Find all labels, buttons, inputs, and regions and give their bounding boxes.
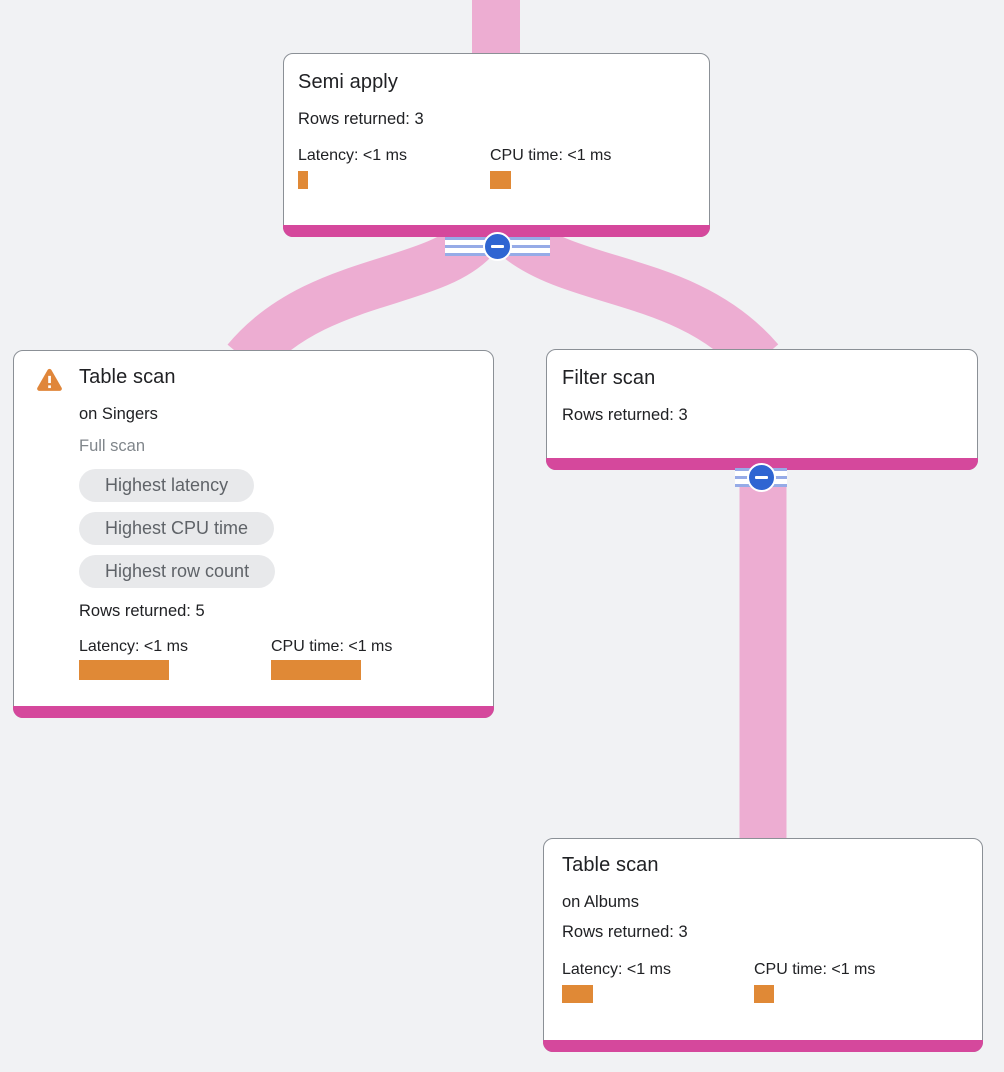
cpu-metric: CPU time: <1 ms bbox=[754, 959, 946, 1003]
node-title: Semi apply bbox=[298, 71, 398, 93]
node-accent-bar bbox=[543, 1040, 983, 1052]
scan-type: Full scan bbox=[79, 437, 146, 455]
edge-semi-apply-to-filter-scan bbox=[505, 220, 779, 377]
node-title: Filter scan bbox=[562, 367, 656, 389]
latency-bar bbox=[298, 171, 308, 189]
metrics-row: Latency: <1 ms CPU time: <1 ms bbox=[562, 959, 966, 1003]
minus-glyph bbox=[491, 245, 504, 248]
cpu-bar bbox=[754, 985, 774, 1003]
minus-collapse-icon[interactable] bbox=[746, 463, 776, 492]
latency-label: Latency: <1 ms bbox=[298, 147, 407, 164]
latency-bar bbox=[79, 660, 169, 680]
cpu-label: CPU time: <1 ms bbox=[754, 961, 876, 978]
latency-label: Latency: <1 ms bbox=[79, 638, 188, 655]
node-title: Table scan bbox=[562, 854, 659, 876]
latency-bar bbox=[562, 985, 593, 1003]
badge-highest-row-count: Highest row count bbox=[79, 555, 276, 588]
plan-node-table-scan-singers[interactable]: Table scan on Singers Full scan Highest … bbox=[13, 350, 494, 718]
rows-returned: Rows returned: 3 bbox=[298, 110, 424, 128]
cpu-metric: CPU time: <1 ms bbox=[490, 145, 682, 189]
cpu-bar bbox=[490, 171, 511, 189]
node-subtitle: on Albums bbox=[562, 893, 640, 911]
collapse-button-semi-apply[interactable] bbox=[445, 232, 550, 261]
cpu-metric: CPU time: <1 ms bbox=[271, 636, 463, 680]
rows-returned: Rows returned: 3 bbox=[562, 406, 688, 424]
rows-returned: Rows returned: 5 bbox=[79, 602, 205, 620]
cpu-label: CPU time: <1 ms bbox=[271, 638, 393, 655]
latency-metric: Latency: <1 ms bbox=[298, 145, 490, 189]
node-accent-bar bbox=[283, 225, 710, 237]
latency-label: Latency: <1 ms bbox=[562, 961, 671, 978]
cpu-label: CPU time: <1 ms bbox=[490, 147, 612, 164]
badge-list: Highest latency Highest CPU time Highest… bbox=[79, 469, 477, 588]
metrics-row: Latency: <1 ms CPU time: <1 ms bbox=[79, 636, 477, 680]
rows-returned: Rows returned: 3 bbox=[562, 923, 688, 941]
cpu-bar bbox=[271, 660, 361, 680]
node-accent-bar bbox=[13, 706, 494, 718]
node-title: Table scan bbox=[79, 366, 176, 388]
latency-metric: Latency: <1 ms bbox=[79, 636, 271, 680]
plan-node-table-scan-albums[interactable]: Table scan on Albums Rows returned: 3 La… bbox=[543, 838, 983, 1052]
latency-metric: Latency: <1 ms bbox=[562, 959, 754, 1003]
node-subtitle: on Singers bbox=[79, 405, 158, 423]
badge-highest-latency: Highest latency bbox=[79, 469, 255, 502]
minus-collapse-icon[interactable] bbox=[483, 232, 512, 261]
collapse-button-filter-scan[interactable] bbox=[735, 463, 787, 492]
plan-node-semi-apply[interactable]: Semi apply Rows returned: 3 Latency: <1 … bbox=[283, 53, 710, 237]
plan-node-filter-scan[interactable]: Filter scan Rows returned: 3 bbox=[546, 349, 978, 470]
edge-semi-apply-to-table-scan-singers bbox=[227, 222, 492, 377]
metrics-row: Latency: <1 ms CPU time: <1 ms bbox=[298, 145, 693, 189]
minus-glyph bbox=[754, 476, 768, 479]
badge-highest-cpu-time: Highest CPU time bbox=[79, 512, 275, 545]
warning-icon bbox=[36, 368, 63, 392]
